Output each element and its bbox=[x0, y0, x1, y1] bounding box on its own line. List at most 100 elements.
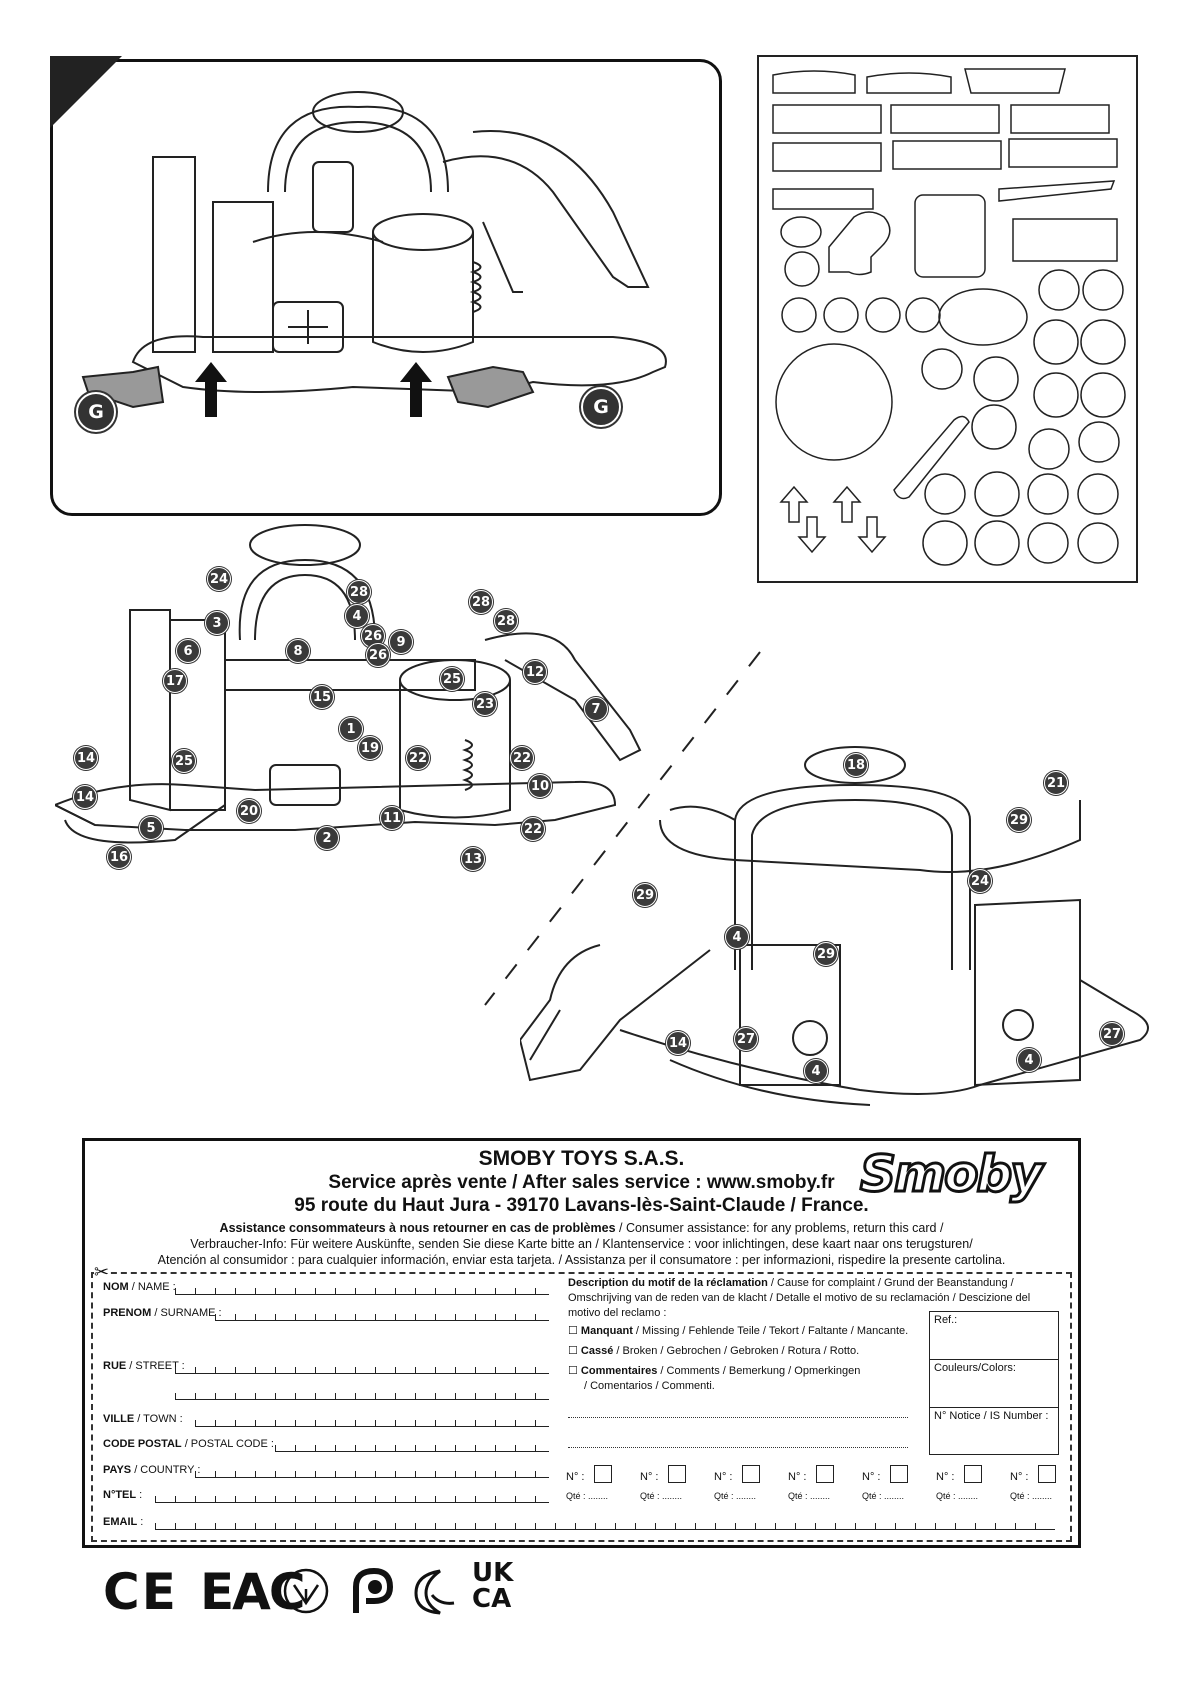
part-number: 24 bbox=[968, 869, 992, 893]
tel-label: N°TEL : bbox=[103, 1489, 143, 1501]
town-label: VILLE / TOWN : bbox=[103, 1413, 183, 1425]
item-number-box[interactable] bbox=[964, 1465, 982, 1483]
sticker-sheet bbox=[757, 55, 1138, 583]
sticker-shapes bbox=[772, 68, 1126, 566]
comments-option-2: / Comentarios / Commenti. bbox=[584, 1380, 715, 1392]
part-number: 5 bbox=[139, 816, 163, 840]
part-number: 14 bbox=[74, 746, 98, 770]
part-number: 18 bbox=[844, 753, 868, 777]
part-g-badge-left: G bbox=[76, 392, 116, 432]
part-number: 27 bbox=[1100, 1022, 1124, 1046]
ukca-mark: UK CA bbox=[472, 1558, 514, 1614]
postal-code-label: CODE POSTAL / POSTAL CODE : bbox=[103, 1438, 274, 1450]
ce-mark: CE bbox=[103, 1563, 178, 1621]
notice-field[interactable]: N° Notice / IS Number : bbox=[934, 1410, 1049, 1422]
street-input[interactable] bbox=[175, 1363, 549, 1374]
company-name: SMOBY TOYS S.A.S. bbox=[478, 1147, 685, 1170]
part-number: 24 bbox=[207, 567, 231, 591]
part-number: 4 bbox=[345, 604, 369, 628]
item-number-box[interactable] bbox=[594, 1465, 612, 1483]
part-number: 14 bbox=[666, 1031, 690, 1055]
part-number: 27 bbox=[734, 1027, 758, 1051]
item-number-box[interactable] bbox=[1038, 1465, 1056, 1483]
reference-box: Ref.: Couleurs/Colors: N° Notice / IS Nu… bbox=[929, 1311, 1059, 1455]
comment-line-2[interactable] bbox=[568, 1447, 908, 1448]
smoby-logo: Smoby bbox=[859, 1144, 1045, 1205]
eac-mark: EAC bbox=[200, 1563, 306, 1621]
tel-input[interactable] bbox=[155, 1492, 549, 1503]
name-input[interactable] bbox=[175, 1284, 549, 1295]
part-number: 21 bbox=[1044, 771, 1068, 795]
recycling-info-icon bbox=[353, 1567, 394, 1613]
part-number: 22 bbox=[510, 746, 534, 770]
part-number: 8 bbox=[286, 639, 310, 663]
tripod-mark-icon bbox=[283, 1568, 329, 1614]
part-number: 2 bbox=[315, 826, 339, 850]
part-number: 22 bbox=[406, 746, 430, 770]
part-number: 29 bbox=[633, 883, 657, 907]
part-number: 1 bbox=[339, 717, 363, 741]
broken-option[interactable]: ☐ Cassé / Broken / Gebrochen / Gebroken … bbox=[568, 1345, 860, 1357]
part-number: 25 bbox=[172, 749, 196, 773]
part-number: 28 bbox=[469, 590, 493, 614]
dashed-divider bbox=[484, 651, 761, 1006]
country-input[interactable] bbox=[195, 1467, 549, 1478]
part-number: 23 bbox=[473, 692, 497, 716]
part-number: 4 bbox=[1017, 1048, 1041, 1072]
assistance-rest: / Consumer assistance: for any problems,… bbox=[615, 1221, 944, 1235]
missing-option[interactable]: ☐ Manquant / Missing / Fehlende Teile / … bbox=[568, 1325, 909, 1337]
colors-field[interactable]: Couleurs/Colors: bbox=[930, 1360, 1058, 1408]
address-line: 95 route du Haut Jura - 39170 Lavans-lès… bbox=[294, 1195, 869, 1216]
complaint-description: Description du motif de la réclamation /… bbox=[568, 1277, 1031, 1319]
part-number: 12 bbox=[523, 660, 547, 684]
part-number: 13 bbox=[461, 847, 485, 871]
part-number: 20 bbox=[237, 799, 261, 823]
street-label: RUE / STREET : bbox=[103, 1360, 185, 1372]
assembly-step-panel: G G bbox=[50, 59, 722, 516]
exploded-view-drawing bbox=[55, 524, 642, 844]
part-number: 22 bbox=[521, 817, 545, 841]
item-number-box[interactable] bbox=[890, 1465, 908, 1483]
assistance-line: Assistance consommateurs à nous retourne… bbox=[82, 1221, 1081, 1235]
part-number: 14 bbox=[73, 785, 97, 809]
scissors-icon: ✂ bbox=[94, 1262, 110, 1283]
atencion-line: Atención al consumidor : para cualquier … bbox=[157, 1253, 1006, 1267]
part-number: 3 bbox=[205, 611, 229, 635]
garage-assembly-drawing bbox=[81, 91, 667, 417]
part-number: 25 bbox=[440, 667, 464, 691]
comments-option[interactable]: ☐ Commentaires / Comments / Bemerkung / … bbox=[568, 1365, 861, 1377]
part-number: 10 bbox=[528, 774, 552, 798]
surname-input[interactable] bbox=[215, 1310, 549, 1321]
part-number: 7 bbox=[584, 697, 608, 721]
part-number: 17 bbox=[163, 669, 187, 693]
email-input[interactable] bbox=[155, 1519, 1055, 1530]
item-number-row: N° : Qté : ........ N° : Qté : ........ … bbox=[566, 1465, 1066, 1505]
part-number: 29 bbox=[1007, 808, 1031, 832]
part-number: 6 bbox=[176, 639, 200, 663]
part-number: 28 bbox=[347, 580, 371, 604]
part-number: 26 bbox=[366, 643, 390, 667]
after-sales-card bbox=[82, 1138, 1081, 1548]
cutout-form bbox=[91, 1272, 1072, 1542]
part-number: 11 bbox=[380, 806, 404, 830]
part-number: 28 bbox=[494, 609, 518, 633]
part-g-badge-right: G bbox=[581, 387, 621, 427]
item-number-box[interactable] bbox=[816, 1465, 834, 1483]
street-input-2[interactable] bbox=[175, 1389, 549, 1400]
item-number-box[interactable] bbox=[742, 1465, 760, 1483]
town-input[interactable] bbox=[195, 1416, 549, 1427]
surname-label: PRENOM / SURNAME : bbox=[103, 1307, 222, 1319]
postal-code-input[interactable] bbox=[275, 1441, 549, 1452]
country-label: PAYS / COUNTRY : bbox=[103, 1464, 201, 1476]
part-number: 4 bbox=[804, 1059, 828, 1083]
item-number-box[interactable] bbox=[668, 1465, 686, 1483]
moon-recycling-icon bbox=[414, 1569, 455, 1615]
comment-line-1[interactable] bbox=[568, 1417, 908, 1418]
part-number: 4 bbox=[725, 925, 749, 949]
part-number: 9 bbox=[389, 630, 413, 654]
email-label: EMAIL : bbox=[103, 1516, 144, 1528]
service-line: Service après vente / After sales servic… bbox=[328, 1172, 835, 1193]
part-number: 16 bbox=[107, 845, 131, 869]
part-number: 19 bbox=[358, 736, 382, 760]
ref-field[interactable]: Ref.: bbox=[930, 1312, 1058, 1360]
